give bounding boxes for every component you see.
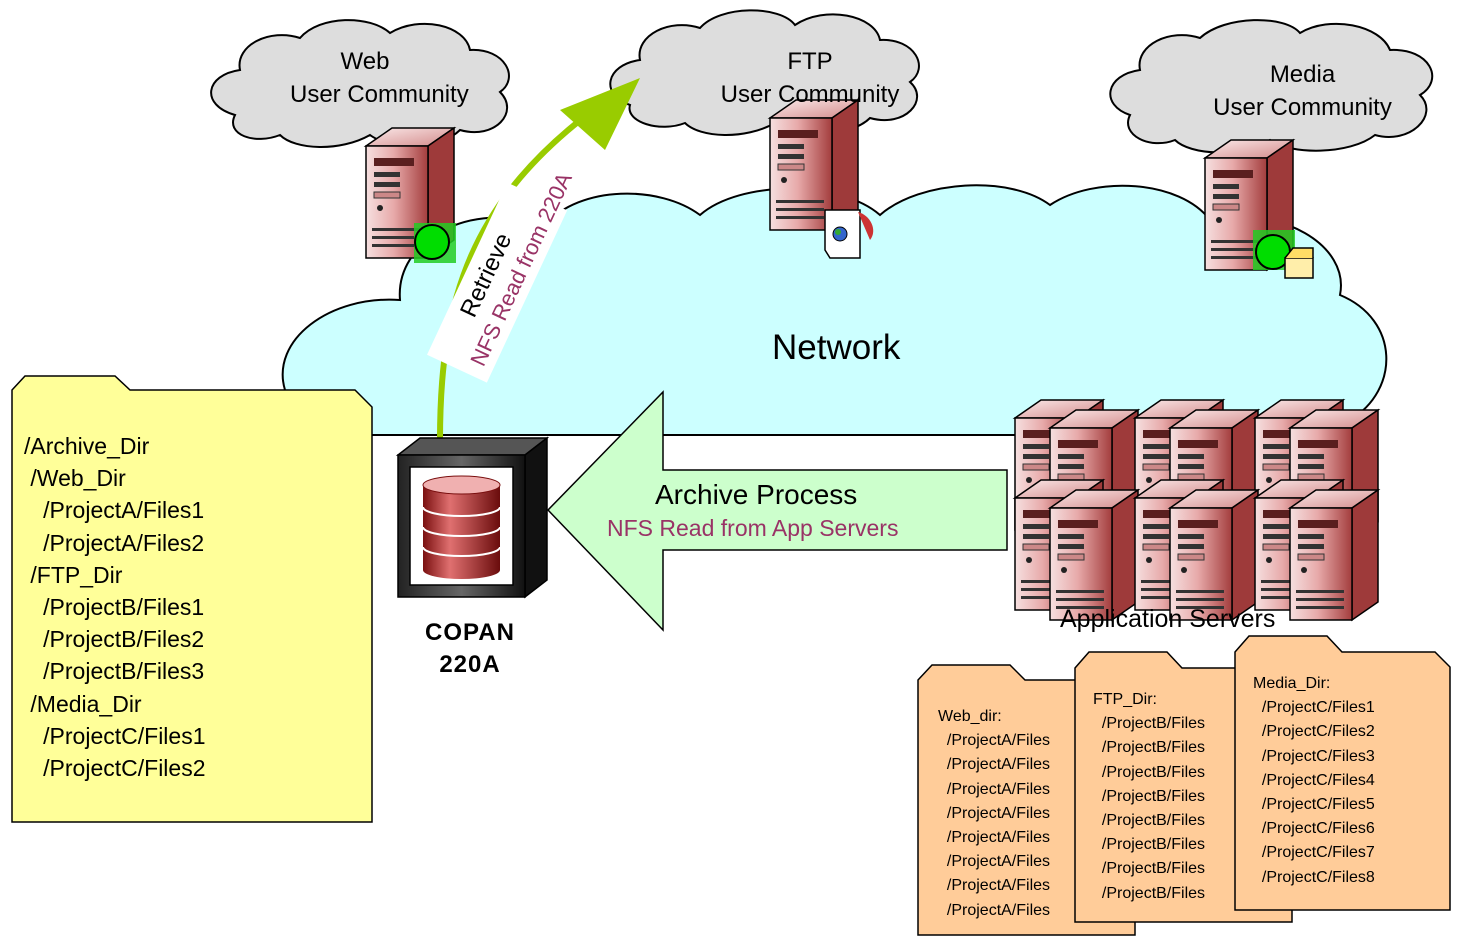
archive-process-label: Archive Process xyxy=(655,479,858,510)
folder-line: /ProjectB/Files2 xyxy=(24,626,205,653)
folder-line: /ProjectC/Files2 xyxy=(1253,723,1375,741)
folder-line: /ProjectB/Files1 xyxy=(24,594,205,621)
media-server xyxy=(1204,139,1314,279)
network-label: Network xyxy=(772,328,901,367)
folder-line: /ProjectC/Files7 xyxy=(1253,844,1375,862)
folder-line: /ProjectB/Files xyxy=(1093,763,1206,781)
media-dir-folder-text: Media_Dir: /ProjectC/Files1 /ProjectC/Fi… xyxy=(1253,672,1443,890)
media-box-icon xyxy=(1284,257,1314,279)
copan-label-line1: COPAN xyxy=(425,619,515,646)
archive-folder-text: /Archive_Dir /Web_Dir /ProjectA/Files1 /… xyxy=(24,430,206,784)
folder-line: /ProjectC/Files4 xyxy=(1253,771,1375,789)
web-community-title: Web xyxy=(340,48,390,75)
folder-line: /ProjectC/Files5 xyxy=(1253,796,1375,814)
folder-line: /ProjectC/Files8 xyxy=(1253,868,1375,886)
folder-line: /ProjectB/Files xyxy=(1093,787,1206,805)
ftp-dir-folder-text: FTP_Dir: /ProjectB/Files /ProjectB/Files… xyxy=(1093,688,1233,906)
retrieve-arrow xyxy=(437,102,602,441)
folder-line: /ProjectC/Files3 xyxy=(1253,747,1375,765)
folder-line: /ProjectA/Files xyxy=(938,756,1051,774)
folder-line: /ProjectA/Files xyxy=(938,853,1051,871)
media-community-label: Media User Community xyxy=(1195,58,1410,124)
folder-line: /ProjectA/Files1 xyxy=(24,497,205,524)
folder-line: /ProjectC/Files1 xyxy=(1253,699,1375,717)
folder-line: /Archive_Dir xyxy=(24,433,150,459)
folder-line: /FTP_Dir xyxy=(24,561,123,588)
folder-line: /ProjectB/Files xyxy=(1093,860,1206,878)
archive-process-sublabel: NFS Read from App Servers xyxy=(607,515,899,541)
ftp-community-title: FTP xyxy=(787,48,833,75)
folder-line: /ProjectA/Files xyxy=(938,829,1051,847)
retrieve-arrow-head xyxy=(560,78,640,150)
ftp-community-subtitle: User Community xyxy=(720,81,900,108)
folder-line: /ProjectA/Files xyxy=(938,901,1051,919)
folder-line: /ProjectB/Files xyxy=(1093,715,1206,733)
copan-label: COPAN 220A xyxy=(410,617,530,681)
folder-line: /ProjectC/Files2 xyxy=(24,755,206,782)
web-community-label: Web User Community xyxy=(290,45,469,111)
archive-process-arrow xyxy=(546,390,1008,632)
folder-line: /ProjectA/Files xyxy=(938,877,1051,895)
web-community-cloud xyxy=(210,19,510,148)
folder-line: /ProjectB/Files xyxy=(1093,836,1206,854)
folder-line: Web_dir: xyxy=(938,708,1002,725)
database-icon xyxy=(422,475,501,579)
green-status-icon xyxy=(414,224,450,260)
copan-label-line2: 220A xyxy=(439,651,501,678)
folder-line: /ProjectA/Files xyxy=(938,780,1051,798)
folder-line: /ProjectA/Files xyxy=(938,732,1051,750)
folder-line: /ProjectC/Files6 xyxy=(1253,820,1375,838)
application-servers-label: Application Servers xyxy=(1060,605,1276,633)
media-community-subtitle: User Community xyxy=(1213,94,1392,121)
folder-line: /Media_Dir xyxy=(24,690,142,717)
folder-line: /Web_Dir xyxy=(24,465,126,492)
folder-line: Media_Dir: xyxy=(1253,675,1331,692)
web-dir-folder-text: Web_dir: /ProjectA/Files /ProjectA/Files… xyxy=(938,705,1076,923)
archive-folder xyxy=(11,375,373,823)
folder-line: /ProjectA/Files2 xyxy=(24,529,205,556)
copan-appliance xyxy=(395,436,550,599)
media-dir-folder xyxy=(1234,635,1451,911)
application-servers-cluster xyxy=(1014,399,1379,621)
web-community-subtitle: User Community xyxy=(290,81,469,108)
folder-line: FTP_Dir: xyxy=(1093,691,1157,708)
folder-line: /ProjectB/Files3 xyxy=(24,658,205,685)
media-community-title: Media xyxy=(1269,61,1336,88)
ftp-community-label: FTP User Community xyxy=(705,45,915,111)
folder-line: /ProjectC/Files1 xyxy=(24,722,206,749)
folder-line: /ProjectA/Files xyxy=(938,804,1051,822)
web-server xyxy=(365,127,456,263)
folder-line: /ProjectB/Files xyxy=(1093,812,1206,830)
retrieve-label-group xyxy=(427,182,568,383)
folder-line: /ProjectB/Files xyxy=(1093,884,1206,902)
folder-line: /ProjectB/Files xyxy=(1093,739,1206,757)
ftp-server xyxy=(769,99,874,259)
